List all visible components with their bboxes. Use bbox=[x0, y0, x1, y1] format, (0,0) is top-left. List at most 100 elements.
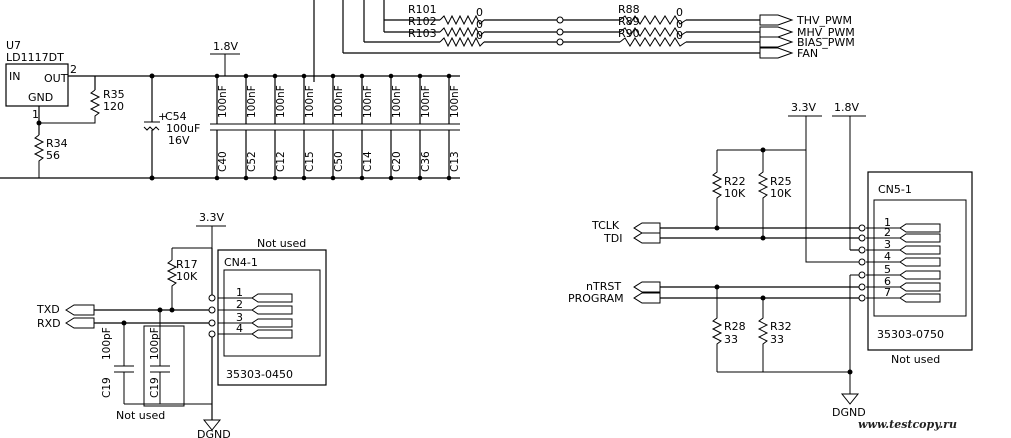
decap-value: 100nF bbox=[333, 85, 345, 118]
connector-pin bbox=[218, 329, 293, 339]
junction-dot bbox=[214, 73, 220, 79]
r34-value: 56 bbox=[46, 149, 60, 162]
net-thv-pwm: THV_PWM bbox=[796, 14, 852, 27]
r22-ref: R22 bbox=[724, 175, 746, 188]
r103-value: 0 bbox=[476, 29, 483, 42]
decap-value: 100nF bbox=[304, 85, 316, 118]
cn4-caps-note: Not used bbox=[116, 409, 165, 422]
net-tclk: TCLK bbox=[591, 219, 620, 232]
junction-dot bbox=[330, 175, 336, 181]
junction-dot bbox=[359, 73, 365, 79]
junction-dot bbox=[359, 175, 365, 181]
regulator-section: U7 LD1117DT IN OUT GND 2 1 R35 120 R34 5… bbox=[0, 39, 461, 181]
decap-ref: C50 bbox=[333, 151, 345, 172]
net-mhv-pwm: MHV_PWM bbox=[797, 26, 855, 39]
decap-c20: 100nF C20 bbox=[388, 73, 403, 181]
connector-pin-number: 6 bbox=[884, 275, 891, 288]
r25-ref: R25 bbox=[770, 175, 792, 188]
r88-ref: R88 bbox=[618, 3, 640, 16]
r32-value: 33 bbox=[770, 333, 784, 346]
r25-value: 10K bbox=[770, 187, 792, 200]
connector-pin bbox=[866, 233, 941, 243]
r17-ref: R17 bbox=[176, 258, 198, 271]
connector-pin-number: 7 bbox=[884, 286, 891, 299]
r89-value: 0 bbox=[676, 18, 683, 31]
net-program: PROGRAM bbox=[568, 292, 624, 305]
junction-dot bbox=[388, 73, 394, 79]
r22-value: 10K bbox=[724, 187, 746, 200]
r17-value: 10K bbox=[176, 270, 198, 283]
junction-dot bbox=[301, 73, 307, 79]
rail-1v8-label: 1.8V bbox=[213, 40, 238, 53]
decap-c52: 100nF C52 bbox=[243, 73, 258, 181]
u7-pin2: 2 bbox=[70, 63, 77, 76]
c54-plus: + bbox=[158, 110, 167, 123]
decap-value: 100nF bbox=[246, 85, 258, 118]
connector-pin-number: 2 bbox=[236, 298, 243, 311]
decoupling-capacitors: 100nFC40100nFC52100nFC12100nFC15100nFC50… bbox=[214, 73, 461, 181]
r34-ref: R34 bbox=[46, 137, 68, 150]
r101-ref: R101 bbox=[408, 3, 437, 16]
connector-pin bbox=[218, 305, 293, 315]
decap-value: 100nF bbox=[449, 85, 461, 118]
decap-c15: 100nF C15 bbox=[301, 73, 316, 181]
junction-dot bbox=[272, 73, 278, 79]
r32-ref: R32 bbox=[770, 320, 792, 333]
junction-dot bbox=[446, 175, 452, 181]
u7-pin1: 1 bbox=[32, 108, 39, 121]
cn4-ref: CN4-1 bbox=[224, 256, 258, 269]
c54-ref: C54 bbox=[165, 110, 187, 123]
decap-ref: C14 bbox=[362, 151, 374, 172]
watermark-text: www.testcopy.ru bbox=[858, 418, 957, 431]
connector-pin bbox=[866, 223, 941, 233]
cn4-part: 35303-0450 bbox=[226, 368, 293, 381]
cn4-rail-label: 3.3V bbox=[199, 211, 224, 224]
r90-value: 0 bbox=[676, 29, 683, 42]
decap-value: 100nF bbox=[391, 85, 403, 118]
connector-pin bbox=[866, 282, 941, 292]
connector-pin bbox=[866, 245, 941, 255]
net-bias-pwm: BIAS_PWM bbox=[797, 36, 855, 49]
decap-ref: C36 bbox=[420, 151, 432, 172]
decap-ref: C40 bbox=[217, 151, 229, 172]
r28-value: 33 bbox=[724, 333, 738, 346]
junction-dot bbox=[243, 73, 249, 79]
u7-gnd: GND bbox=[28, 91, 53, 104]
c19a-value: 100pF bbox=[101, 327, 113, 360]
connector-pin-number: 2 bbox=[884, 226, 891, 239]
c54-voltage: 16V bbox=[168, 134, 190, 147]
junction-dot bbox=[243, 175, 249, 181]
cn4-section: 3.3V R17 10K TXD RXD 100pF C19 100pF C19… bbox=[36, 211, 327, 438]
cn5-note: Not used bbox=[891, 353, 940, 366]
junction-dot bbox=[388, 175, 394, 181]
c54-value: 100uF bbox=[166, 122, 200, 135]
r102-value: 0 bbox=[476, 18, 483, 31]
r28-ref: R28 bbox=[724, 320, 746, 333]
connector-pin bbox=[218, 318, 293, 328]
c19b-ref: C19 bbox=[149, 377, 161, 398]
connector-pin-number: 4 bbox=[884, 250, 891, 263]
decap-ref: C12 bbox=[275, 151, 287, 172]
net-ntrst: nTRST bbox=[586, 280, 621, 293]
decap-ref: C20 bbox=[391, 151, 403, 172]
pwm-section: R101 R102 R103 0 0 0 R88 R89 R90 0 0 0 T… bbox=[313, 0, 855, 82]
connector-pin-number: 3 bbox=[884, 238, 891, 251]
r101-value: 0 bbox=[476, 6, 483, 19]
r89-ref: R89 bbox=[618, 15, 640, 28]
cn5-rail-18: 1.8V bbox=[834, 101, 859, 114]
junction-dot bbox=[417, 73, 423, 79]
u7-ref: U7 bbox=[6, 39, 21, 52]
net-fan: FAN bbox=[797, 47, 818, 60]
decap-ref: C52 bbox=[246, 151, 258, 172]
connector-pin bbox=[866, 270, 941, 280]
decap-c50: 100nF C50 bbox=[330, 73, 345, 181]
decap-ref: C15 bbox=[304, 151, 316, 172]
connector-pin-number: 1 bbox=[236, 286, 243, 299]
